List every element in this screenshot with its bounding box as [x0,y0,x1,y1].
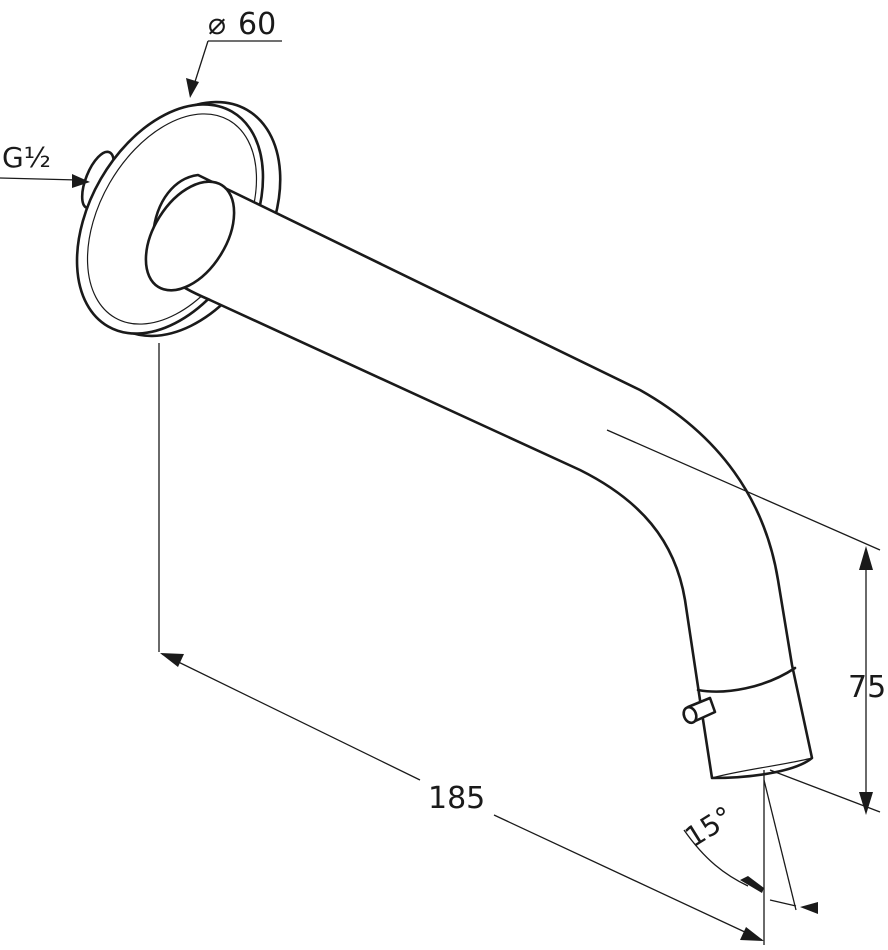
length-label: 185 [428,781,485,816]
dim-height: 75 [606,429,886,815]
flange-diameter-symbol: ⌀ [208,7,226,42]
flange-diameter-label: 60 [238,7,276,42]
dim-angle: 15° [679,779,818,914]
spout-tube [144,173,814,780]
dim-length: 185 [158,343,765,945]
dim-thread: G½ [0,141,90,188]
adjustment-pin [682,696,717,725]
aerator-ring [696,666,797,693]
angle-label: 15° [679,800,739,854]
thread-label: G½ [2,141,51,174]
outlet-edge [711,757,813,779]
tube-root-opening [144,180,236,292]
height-label: 75 [848,670,886,705]
dim-flange-diameter: ⌀ 60 [186,7,282,98]
